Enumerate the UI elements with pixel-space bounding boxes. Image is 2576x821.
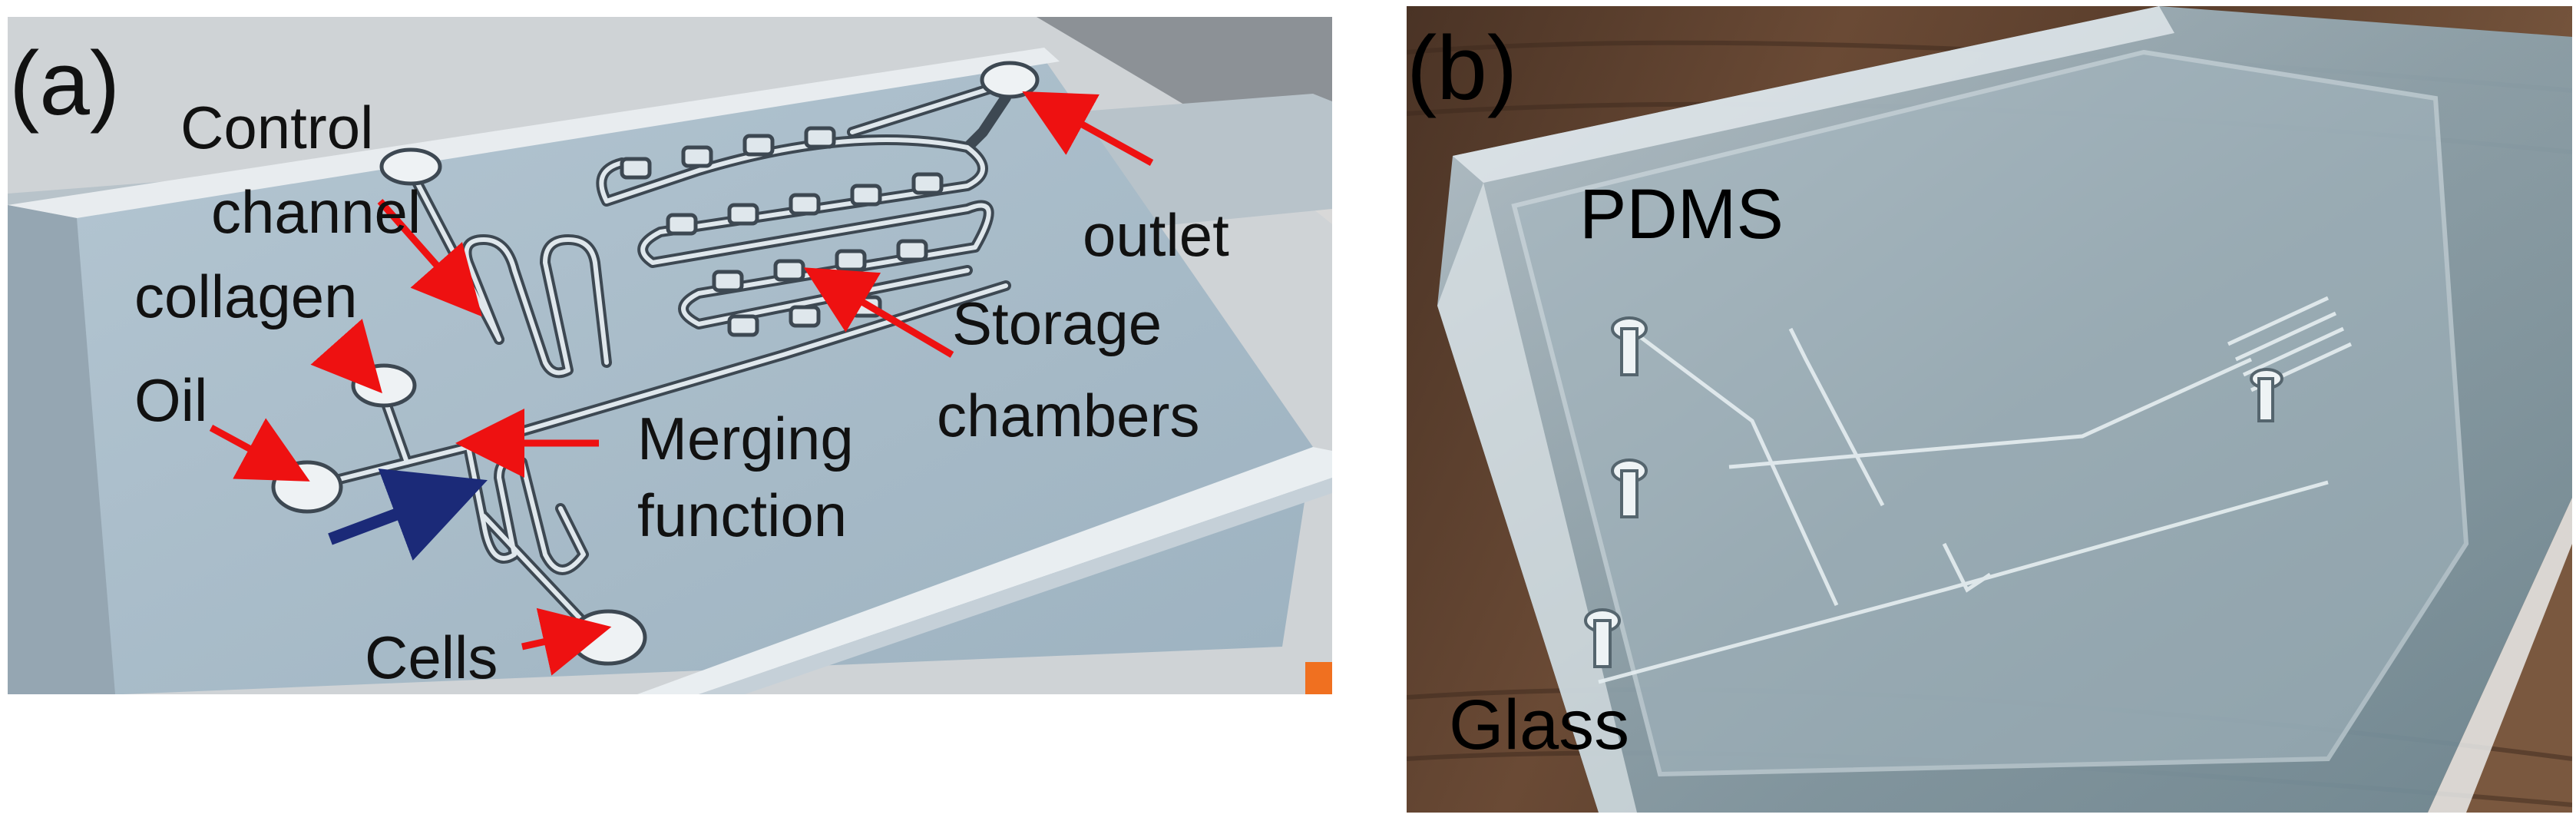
label-control: Control [180, 98, 373, 157]
label-collagen: collagen [134, 266, 358, 326]
label-oil: Oil [134, 370, 207, 430]
label-storage: Storage [952, 293, 1162, 353]
outlet-port [982, 63, 1037, 97]
label-outlet: outlet [1083, 205, 1229, 265]
label-glass: Glass [1449, 690, 1629, 760]
label-cells: Cells [365, 627, 498, 687]
panel-a-schematic: (a) Control channel collagen Oil Merging… [8, 17, 1332, 694]
label-function: function [637, 485, 847, 545]
label-merging: Merging [637, 409, 854, 468]
cells-port [571, 611, 645, 664]
label-chambers: chambers [937, 386, 1199, 445]
label-channel: channel [211, 182, 421, 242]
panel-b-letter: (b) [1407, 23, 1517, 114]
panel-b-photo: (b) PDMS Glass [1407, 6, 2572, 813]
label-pdms: PDMS [1579, 179, 1784, 250]
panel-a-letter: (a) [9, 38, 120, 129]
